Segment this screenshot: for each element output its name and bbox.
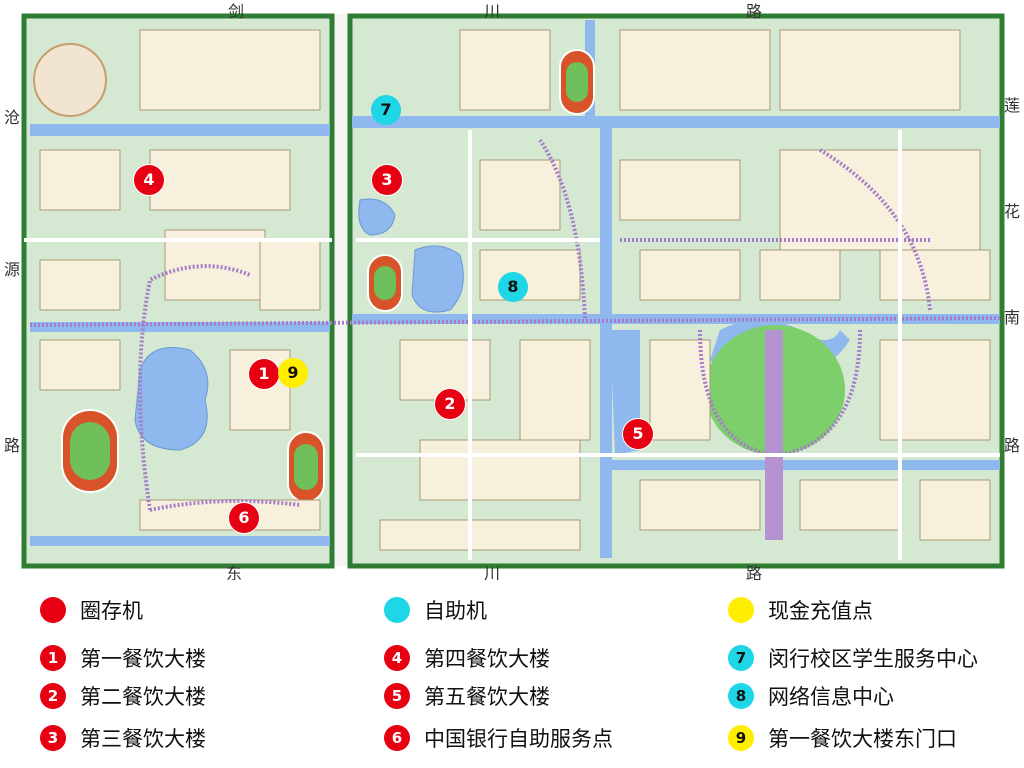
legend-label: 中国银行自助服务点	[424, 727, 613, 751]
road-label-lu-right: 路	[1004, 436, 1021, 455]
legend-label: 第一餐饮大楼东门口	[768, 727, 957, 751]
number-3-icon: 3	[40, 725, 66, 751]
road-label-yuan: 源	[4, 260, 21, 279]
legend-label: 第五餐饮大楼	[424, 685, 550, 709]
red-dot-icon	[40, 597, 66, 623]
road-label-lu-bottom: 路	[746, 564, 763, 583]
legend-item-4: 4 第四餐饮大楼	[384, 644, 550, 672]
legend-label: 第四餐饮大楼	[424, 647, 550, 671]
marker-7-student-service-center[interactable]: 7	[371, 95, 401, 125]
legend-item-2: 2 第二餐饮大楼	[40, 682, 206, 710]
number-5-icon: 5	[384, 683, 410, 709]
legend-label: 第三餐饮大楼	[80, 727, 206, 751]
road-label-jian: 剑	[228, 2, 245, 21]
legend-item-red-dot: 圈存机	[40, 596, 143, 624]
campus-map: 剑 川 路 沧 源 路 莲 花 南 路 东 川 路 1 9 2 3 4 5 6 …	[0, 0, 1024, 583]
marker-4-fourth-dining-hall[interactable]: 4	[133, 164, 165, 196]
legend-item-8: 8 网络信息中心	[728, 682, 894, 710]
marker-1-first-dining-hall[interactable]: 1	[248, 358, 280, 390]
legend-item-9: 9 第一餐饮大楼东门口	[728, 724, 957, 752]
road-label-nan: 南	[1004, 308, 1021, 327]
marker-8-network-info-center[interactable]: 8	[498, 272, 528, 302]
road-label-lu-top: 路	[746, 2, 763, 21]
legend-item-cyan-dot: 自助机	[384, 596, 487, 624]
road-label-cang: 沧	[4, 108, 21, 127]
road-label-chuan-bottom: 川	[484, 564, 501, 583]
legend-item-1: 1 第一餐饮大楼	[40, 644, 206, 672]
number-6-icon: 6	[384, 725, 410, 751]
marker-2-second-dining-hall[interactable]: 2	[434, 388, 466, 420]
yellow-dot-icon	[728, 597, 754, 623]
campus-map-drawing	[0, 0, 1024, 580]
legend-label: 现金充值点	[768, 599, 873, 623]
legend-label: 自助机	[424, 599, 487, 623]
marker-5-fifth-dining-hall[interactable]: 5	[622, 418, 654, 450]
number-2-icon: 2	[40, 683, 66, 709]
map-legend: 圈存机 自助机 现金充值点 1 第一餐饮大楼 4 第四餐饮大楼 7 闵行校区学生…	[0, 580, 1024, 768]
legend-item-5: 5 第五餐饮大楼	[384, 682, 550, 710]
legend-item-7: 7 闵行校区学生服务中心	[728, 644, 978, 672]
legend-item-3: 3 第三餐饮大楼	[40, 724, 206, 752]
marker-6-boc-self-service[interactable]: 6	[228, 502, 260, 534]
legend-label: 闵行校区学生服务中心	[768, 647, 978, 671]
legend-label: 第二餐饮大楼	[80, 685, 206, 709]
legend-label: 圈存机	[80, 599, 143, 623]
number-8-icon: 8	[728, 683, 754, 709]
legend-item-6: 6 中国银行自助服务点	[384, 724, 613, 752]
road-label-chuan-top: 川	[484, 2, 501, 21]
road-label-dong: 东	[226, 564, 243, 583]
legend-label: 网络信息中心	[768, 685, 894, 709]
number-7-icon: 7	[728, 645, 754, 671]
marker-9-first-dining-east-gate[interactable]: 9	[278, 358, 308, 388]
cyan-dot-icon	[384, 597, 410, 623]
road-label-hua: 花	[1004, 202, 1021, 221]
road-label-lian: 莲	[1004, 96, 1021, 115]
number-1-icon: 1	[40, 645, 66, 671]
legend-item-yellow-dot: 现金充值点	[728, 596, 873, 624]
number-9-icon: 9	[728, 725, 754, 751]
number-4-icon: 4	[384, 645, 410, 671]
legend-label: 第一餐饮大楼	[80, 647, 206, 671]
road-label-lu-left: 路	[4, 436, 21, 455]
marker-3-third-dining-hall[interactable]: 3	[371, 164, 403, 196]
